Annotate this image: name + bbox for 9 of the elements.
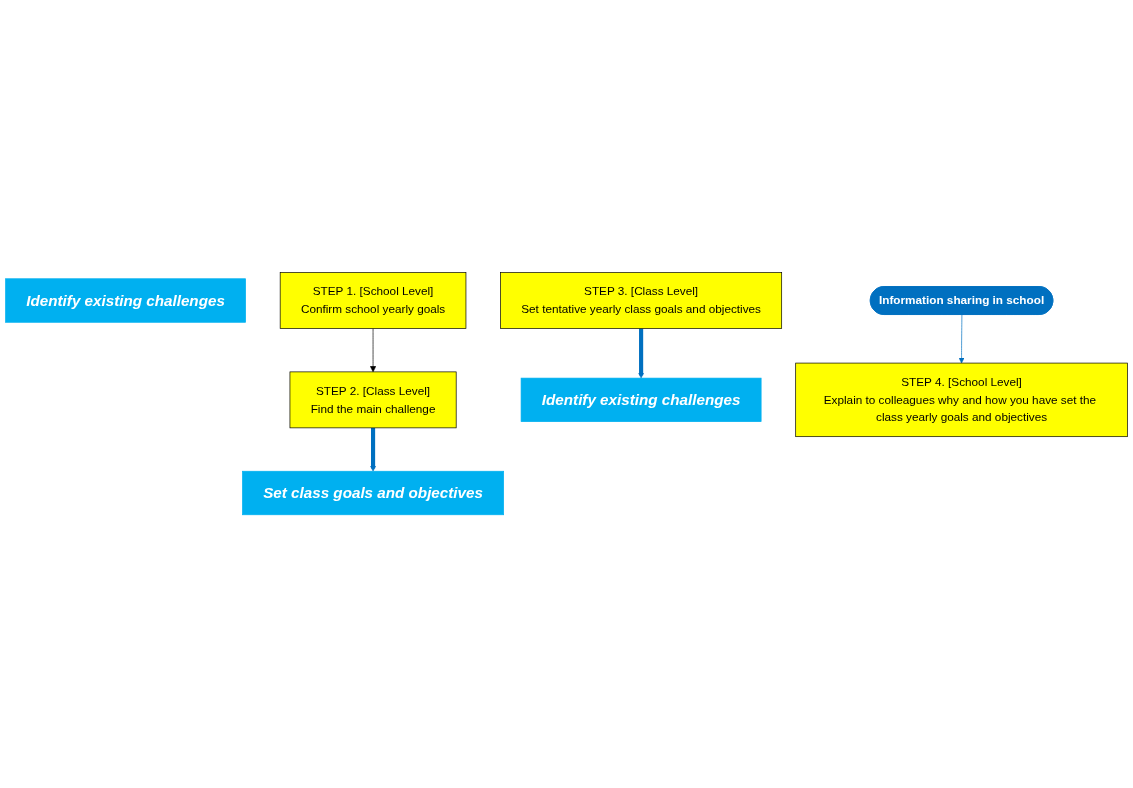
node-box: STEP 3. [Class Level] Set tentative yearly class goals and objectives <box>500 272 783 330</box>
node-box: Identify existing challenges <box>5 278 246 323</box>
arrow <box>638 328 645 379</box>
node-box: STEP 4. [School Level] Explain to colleagues why and how you have set the class yearly goals and objectives <box>795 363 1128 438</box>
node-box: STEP 1. [School Level] Confirm school yearly goals <box>279 272 467 330</box>
arrow <box>370 428 377 472</box>
node-box: STEP 2. [Class Level] Find the main challenge <box>289 371 457 429</box>
node-box: Identify existing challenges <box>520 378 762 423</box>
node-box: Set class goals and objectives <box>242 471 504 516</box>
